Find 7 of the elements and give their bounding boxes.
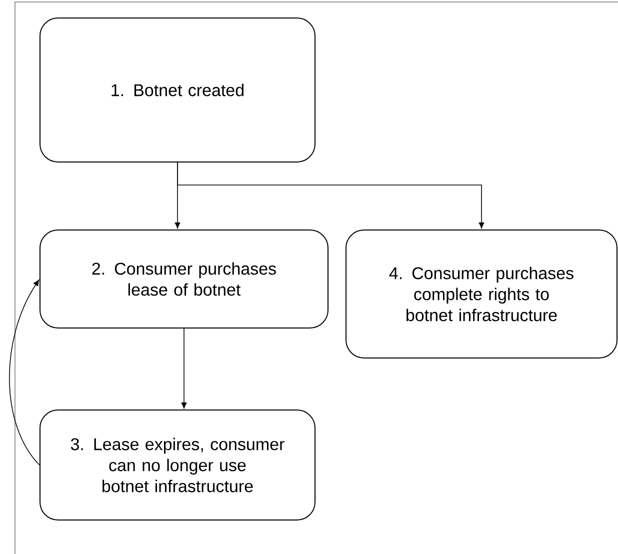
process-box: 4. Consumer purchases complete rights to botnet infrastructure <box>346 230 618 358</box>
arrow <box>177 162 484 228</box>
process-box: 1. Botnet created <box>40 18 316 162</box>
arrow <box>9 280 40 466</box>
process-box: 2. Consumer purchases lease of botnet <box>40 230 328 328</box>
arrow <box>181 328 187 408</box>
process-box: 3. Lease expires, consumer can no longer use botnet infrastructure <box>40 410 316 520</box>
